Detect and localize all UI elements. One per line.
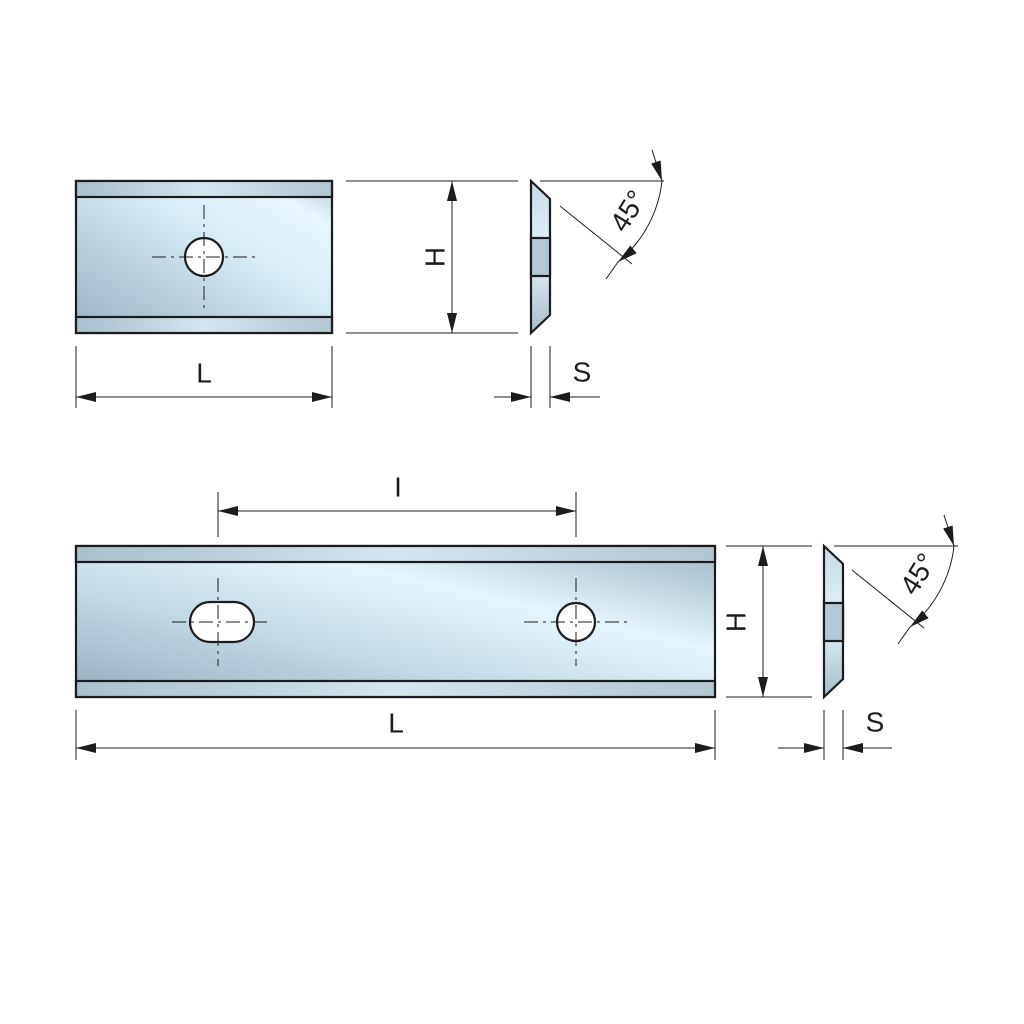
- label-angle-1: 45°: [604, 185, 653, 237]
- knife-short-side-view: [529, 178, 552, 336]
- hole-section: [822, 601, 845, 643]
- knife-short-front-view: [74, 179, 334, 335]
- label-height-1: H: [419, 247, 450, 267]
- dimension-thickness-2: S: [778, 706, 892, 760]
- dimension-length-1: L: [75, 346, 333, 408]
- bottom-bevel: [74, 315, 334, 335]
- label-thickness-1: S: [573, 356, 592, 387]
- label-angle-2: 45°: [894, 548, 943, 600]
- knife-long-front-view: [74, 544, 717, 699]
- angle-dimension-2: 45°: [834, 514, 958, 645]
- hole-section: [529, 236, 552, 278]
- label-hole-spacing: I: [394, 471, 402, 502]
- dimension-hole-spacing: I: [217, 471, 577, 537]
- dimension-thickness-1: S: [494, 346, 600, 408]
- bottom-bevel: [74, 679, 717, 699]
- dimension-height-1: H: [346, 180, 518, 334]
- knife-long-side-view: [822, 543, 845, 700]
- label-length-1: L: [196, 357, 212, 388]
- label-thickness-2: S: [866, 706, 885, 737]
- angle-dimension-1: 45°: [540, 149, 664, 280]
- label-length-2: L: [388, 707, 404, 738]
- label-height-2: H: [720, 612, 751, 632]
- top-bevel: [74, 179, 334, 199]
- dimension-height-2: H: [720, 545, 812, 698]
- dimension-length-2: L: [75, 707, 716, 760]
- top-bevel: [74, 544, 717, 564]
